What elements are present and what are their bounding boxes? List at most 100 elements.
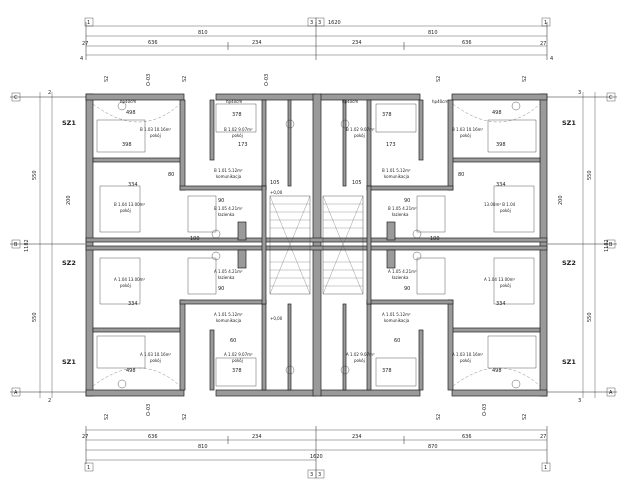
wall-tag: S2 — [436, 414, 442, 420]
room-dimension: 378 — [382, 368, 392, 374]
level-mark: +0,00 — [270, 316, 283, 321]
grid-number: 2 — [48, 398, 51, 404]
dimension-label: 234 — [352, 434, 362, 440]
level-mark: +0,00 — [270, 190, 283, 195]
room-area: 4.21m² — [228, 269, 243, 274]
top-grid-numbers: 1 3 3 1 1620 810 810 636 234 234 636 27 … — [80, 17, 553, 62]
room-code: B 1.03 — [452, 127, 465, 132]
dimension-label: 1182 — [24, 239, 30, 252]
small-dimension: 200 — [66, 195, 72, 205]
svg-text:B 1.02 9.07m²: B 1.02 9.07m² — [346, 127, 375, 132]
room-name: komunikacja — [216, 174, 242, 179]
room-name: pokój — [500, 283, 511, 288]
room-code: A 1.03 — [452, 352, 465, 357]
dimension-label: 636 — [462, 40, 472, 46]
room-dimension: 398 — [496, 142, 506, 148]
svg-text:B 1.05 4.21m²: B 1.05 4.21m² — [214, 206, 243, 211]
room-dimension: 173 — [386, 142, 396, 148]
grid-number: 1 — [544, 465, 547, 471]
dimension-label: 870 — [428, 444, 438, 450]
grid-number: 3 — [318, 472, 321, 478]
wall-tag: S2 — [182, 76, 188, 82]
room-area: 9.07m² — [360, 127, 375, 132]
section-tags: SZ1 SZ1 SZ2 SZ2 SZ1 SZ1 — [62, 119, 576, 366]
section-tag: SZ1 — [62, 358, 76, 366]
svg-text:A 1.05 4.21m²: A 1.05 4.21m² — [388, 269, 417, 274]
room-code: A 1.05 — [388, 269, 401, 274]
furniture — [92, 101, 541, 389]
room-name: pokój — [120, 208, 131, 213]
bathroom-fixtures — [187, 195, 446, 295]
svg-text:A 1.05 4.21m²: A 1.05 4.21m² — [214, 269, 243, 274]
room-name: pokój — [460, 133, 471, 138]
grid-number: 3 — [318, 20, 321, 26]
room-code: B 1.02 — [224, 127, 237, 132]
room-name: komunikacja — [384, 318, 410, 323]
grid-number: 4 — [550, 56, 553, 62]
room-code: B 1.04 — [502, 202, 515, 207]
dimension-label: 810 — [198, 444, 208, 450]
grid-number: 3 — [310, 472, 313, 478]
small-dimension: 90 — [404, 286, 410, 292]
small-dimensions: 90 90 90 90 80 80 105 105 100 100 60 60 … — [66, 172, 564, 344]
room-area: 9.07m² — [238, 352, 253, 357]
room-area: 4.21m² — [402, 206, 417, 211]
room-area: 10.16m² — [466, 127, 483, 132]
dimension-label: 1620 — [328, 20, 341, 26]
dimension-label: 550 — [32, 170, 38, 180]
room-area: 10.16m² — [154, 127, 171, 132]
room-area: 13.00m² — [498, 277, 515, 282]
room-code: A 1.04 — [114, 277, 127, 282]
grid-number: 3 — [310, 20, 313, 26]
room-area: 5.12m² — [396, 312, 411, 317]
room-code: B 1.03 — [140, 127, 153, 132]
svg-text:B 1.01 5.12m²: B 1.01 5.12m² — [382, 168, 411, 173]
room-name: pokój — [354, 358, 365, 363]
svg-text:B 1.03 10.16m²: B 1.03 10.16m² — [140, 127, 172, 132]
room-area: 4.21m² — [228, 206, 243, 211]
room-name: łazienka — [218, 275, 235, 280]
room-dimension: 334 — [496, 182, 506, 188]
room-name: pokój — [120, 283, 131, 288]
room-dimension: 378 — [232, 112, 242, 118]
svg-text:A 1.04 13.00m²: A 1.04 13.00m² — [484, 277, 516, 282]
section-tag: SZ1 — [562, 119, 576, 127]
room-name: łazienka — [218, 212, 235, 217]
room-name: pokój — [232, 358, 243, 363]
wall-tag: S2 — [104, 414, 110, 420]
room-dimension: 498 — [126, 368, 136, 374]
room-dimension: 334 — [496, 301, 506, 307]
room-dimension: 398 — [122, 142, 132, 148]
room-code: A 1.01 — [214, 312, 227, 317]
level-mark: hp40cm — [342, 99, 358, 104]
room-area: 5.12m² — [228, 168, 243, 173]
svg-text:B 1.01 5.12m²: B 1.01 5.12m² — [214, 168, 243, 173]
dimension-label: 27 — [82, 41, 88, 47]
dimension-label: 27 — [540, 41, 546, 47]
room-code: A 1.01 — [382, 312, 395, 317]
room-code: A 1.02 — [224, 352, 237, 357]
small-dimension: 100 — [190, 236, 200, 242]
room-code: B 1.05 — [388, 206, 401, 211]
level-mark: hp40cm — [120, 99, 136, 104]
room-labels: B 1.03 10.16m² pokój B 1.02 9.07m² pokój… — [114, 127, 516, 363]
wall-tag: S2 — [522, 414, 528, 420]
exterior-walls — [85, 93, 548, 397]
room-dimension: 378 — [382, 112, 392, 118]
dimension-label: 234 — [352, 40, 362, 46]
dimension-label: 234 — [252, 434, 262, 440]
room-code: B 1.04 — [114, 202, 127, 207]
room-code: B 1.05 — [214, 206, 227, 211]
dimension-label: 27 — [540, 434, 546, 440]
wall-tag: S2 — [182, 414, 188, 420]
level-mark: hp40cm — [432, 99, 448, 104]
dimension-label: 27 — [82, 434, 88, 440]
room-code: A 1.03 — [140, 352, 153, 357]
room-name: pokój — [500, 208, 511, 213]
room-area: 9.07m² — [238, 127, 253, 132]
grid-letter: B — [609, 242, 613, 248]
room-dimension: 378 — [232, 368, 242, 374]
dimension-label: 636 — [148, 434, 158, 440]
room-code: A 1.02 — [346, 352, 359, 357]
